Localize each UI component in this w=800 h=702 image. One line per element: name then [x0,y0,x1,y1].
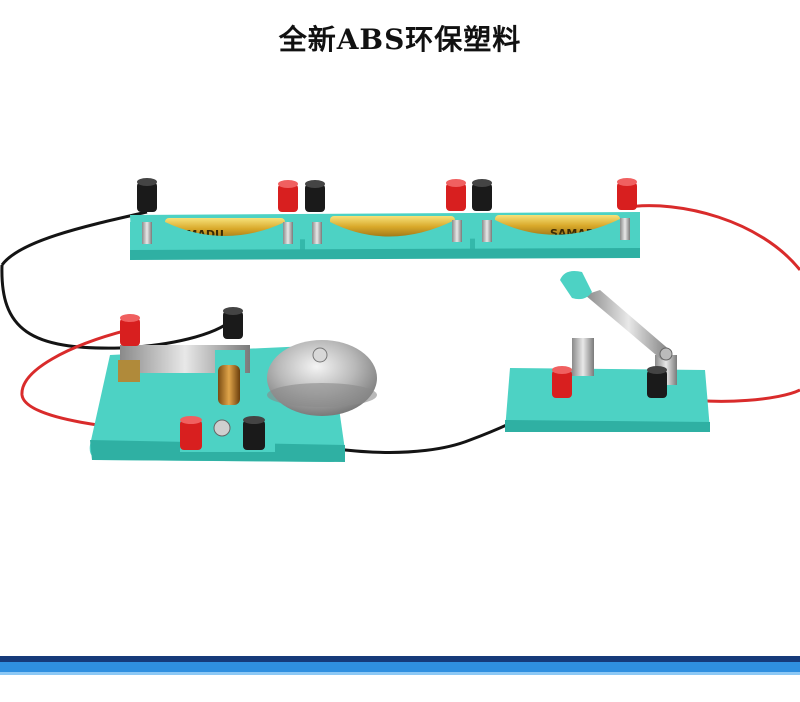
electric-bell [89,307,377,462]
battery-holder: SAMADU SAMADU [130,212,640,260]
black-wire-left [0,210,148,266]
knife-switch [505,271,710,432]
footer-bar [0,662,800,672]
terminal-black-1 [137,178,157,212]
red-wire-top-right [627,204,800,271]
switch-blade [585,290,672,360]
bell-coil [218,365,240,405]
switch-handle [560,271,592,300]
terminal-red-3 [617,178,637,210]
switch-terminal-red [552,366,572,398]
page-title: 全新ABS环保塑料 [278,23,522,56]
bell-terminal-red-top [120,314,140,346]
footer-bar-dark [0,656,800,662]
terminal-red-1 [278,180,298,212]
terminal-black-2 [305,180,325,212]
battery-terminals [137,178,637,212]
terminal-red-2 [446,179,466,211]
footer-bar-highlight [0,672,800,675]
bell-terminal-red-front [180,416,202,450]
bell-terminal-black-front [243,416,265,450]
terminal-black-3 [472,179,492,211]
switch-terminal-black [647,366,667,398]
black-wire-loop [0,264,233,350]
bell-terminal-black-top [223,307,243,339]
